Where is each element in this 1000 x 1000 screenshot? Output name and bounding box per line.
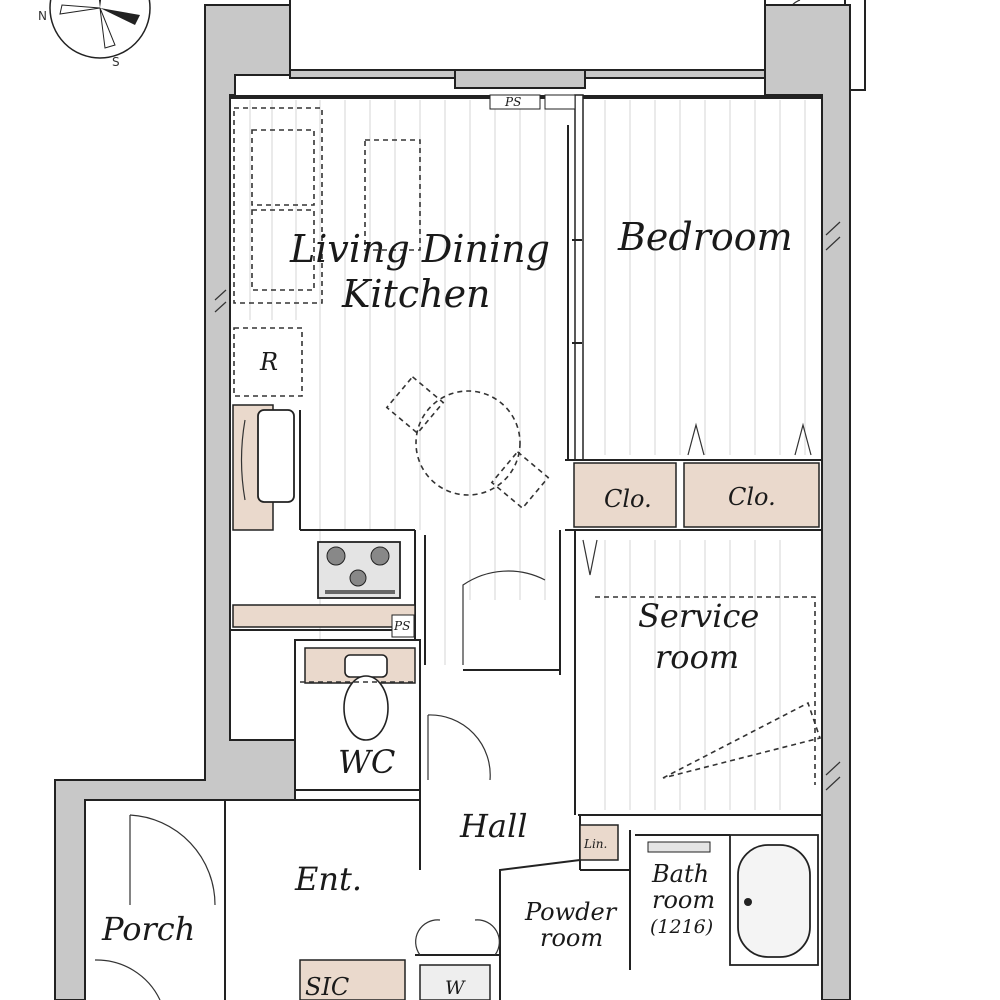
compass-rose-icon: N S <box>38 0 151 69</box>
fridge-label: R <box>259 348 278 376</box>
window-marks <box>214 94 841 1000</box>
powder-room-label-line1: Powder <box>524 898 618 926</box>
hall-label: Hall <box>459 807 527 845</box>
bath-room-label-line1: Bath <box>651 860 709 888</box>
service-room-label-line2: room <box>655 638 739 676</box>
porch-label: Porch <box>101 910 195 948</box>
ldk-label-line2: Kitchen <box>341 272 491 316</box>
furniture-outlines <box>233 107 822 785</box>
bath-room-label-line2: room <box>652 886 715 914</box>
svg-text:N: N <box>38 9 47 23</box>
stove-icon <box>317 541 401 599</box>
toilet-icon <box>300 654 415 741</box>
bathtub-icon <box>647 841 811 958</box>
svg-text:S: S <box>112 55 120 69</box>
wc-label: WC <box>338 743 395 781</box>
ldk-label-line1: Living Dining <box>289 227 550 271</box>
service-room-label-line1: Service <box>638 597 759 635</box>
doors <box>94 239 812 1000</box>
bath-room-label-line3: (1216) <box>650 916 713 938</box>
exterior-walls <box>54 4 851 1000</box>
shoe-closet-label: SIC <box>305 973 349 1000</box>
pipe-space-top-label: PS <box>504 95 521 109</box>
closet-b-label: Clo. <box>728 483 776 511</box>
closet-a-label: Clo. <box>604 485 652 513</box>
entrance-label: Ent. <box>294 860 362 898</box>
powder-room-label-line2: room <box>540 924 603 952</box>
bedroom-label: Bedroom <box>617 215 793 259</box>
floor-boards <box>249 100 806 810</box>
washer-label: W <box>445 977 466 999</box>
pipe-space-mid-label: PS <box>393 619 410 633</box>
linen-label: Lin. <box>583 837 607 851</box>
sink-icon <box>240 409 295 503</box>
